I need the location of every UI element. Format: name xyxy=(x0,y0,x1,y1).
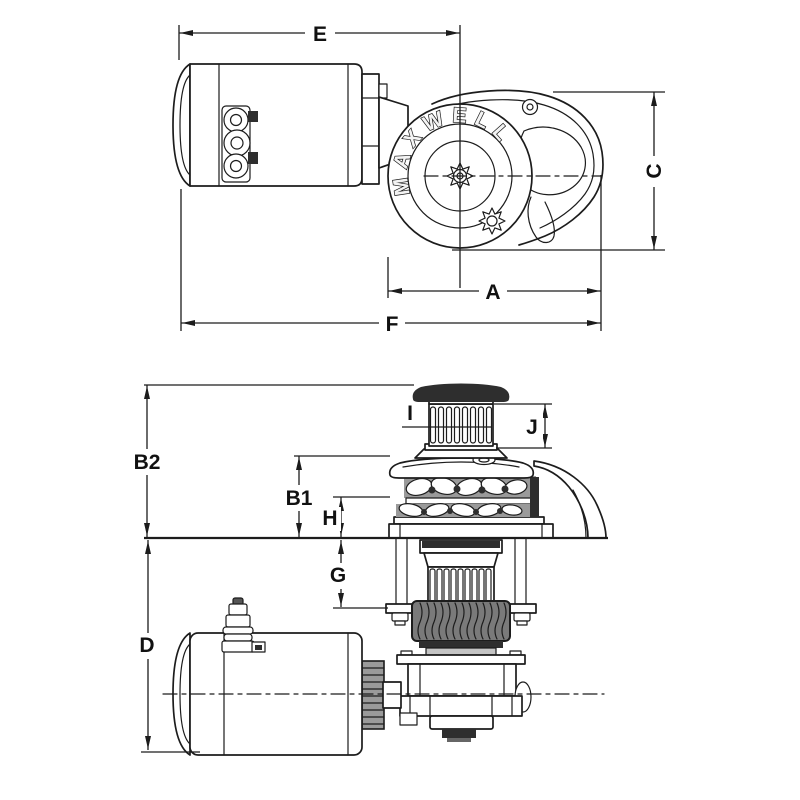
below-deck-assembly xyxy=(385,538,537,656)
dim-label-b2: B2 xyxy=(134,451,161,474)
capstan-top-cap xyxy=(412,383,510,402)
dimension-g: G xyxy=(328,540,388,609)
dim-label-a: A xyxy=(485,281,500,304)
motor-top-view xyxy=(172,63,363,187)
dimension-f: F xyxy=(180,175,602,336)
cover-bolt xyxy=(521,98,539,116)
motor-side-view xyxy=(172,597,363,756)
above-deck-winch xyxy=(388,383,607,539)
below-deck-chainwheel xyxy=(411,600,511,642)
clutch-knob xyxy=(478,207,506,235)
dim-label-h: H xyxy=(322,507,337,530)
dim-label-j: J xyxy=(526,416,538,439)
dimension-e: E xyxy=(178,21,461,288)
base-housing xyxy=(393,516,545,525)
top-view: MAXWELL E C xyxy=(172,21,666,336)
dimension-a: A xyxy=(387,257,601,304)
dimension-b2: B2 xyxy=(128,384,414,537)
dimension-c: C xyxy=(452,91,666,251)
top-plate xyxy=(388,457,535,479)
dim-label-f: F xyxy=(386,313,399,336)
dim-label-i: I xyxy=(407,402,413,425)
capstan-drum xyxy=(412,383,510,459)
dimension-b1: B1 xyxy=(281,455,390,537)
dim-label-c: C xyxy=(643,163,666,178)
dimension-h: H xyxy=(319,496,390,537)
dimension-d: D xyxy=(136,540,200,753)
side-view: B2 B1 H I xyxy=(128,383,608,756)
solenoid xyxy=(221,597,266,653)
gearbox-side-view xyxy=(396,650,532,742)
motor-coupling-side xyxy=(361,660,402,730)
dim-label-b1: B1 xyxy=(286,487,313,510)
winch-housing-top: MAXWELL xyxy=(387,89,604,249)
dimension-i: I xyxy=(401,402,492,428)
motor-terminals xyxy=(221,105,258,183)
gypsy-chainwheel xyxy=(396,476,539,517)
dim-label-g: G xyxy=(330,564,346,587)
dim-label-d: D xyxy=(139,634,154,657)
dim-label-e: E xyxy=(313,23,327,46)
dimension-j: J xyxy=(494,403,552,449)
